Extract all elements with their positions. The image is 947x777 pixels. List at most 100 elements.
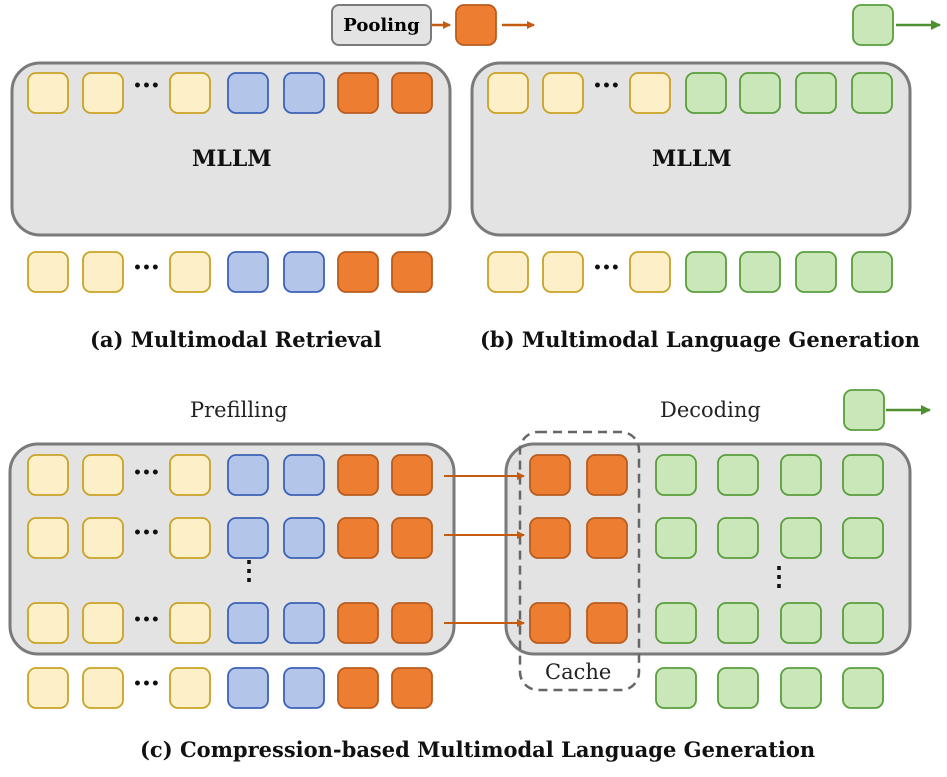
cached-token-63: [586, 602, 628, 644]
mllm-label-generation: MLLM: [652, 146, 732, 172]
decoded-token-72: [655, 602, 697, 644]
text-token-2: [169, 72, 211, 114]
ellipsis-b-bottom: •••: [593, 260, 620, 276]
text-token-23: [542, 251, 584, 293]
decoded-token-66: [780, 454, 822, 496]
decoded-token-65: [717, 454, 759, 496]
text-token-52: [82, 667, 124, 709]
ellipsis-c-row3: •••: [133, 612, 160, 628]
text-token-44: [27, 602, 69, 644]
decoded-token-64: [655, 454, 697, 496]
cached-token-60: [529, 517, 571, 559]
image-token-48: [283, 602, 325, 644]
image-token-40: [227, 517, 269, 559]
decoded-token-74: [780, 602, 822, 644]
gen-token-18: [685, 72, 727, 114]
cached-token-61: [586, 517, 628, 559]
comp-token-12: [337, 251, 379, 293]
image-token-10: [227, 251, 269, 293]
decoded-token-70: [780, 517, 822, 559]
comp-token-57: [391, 667, 433, 709]
image-token-34: [283, 454, 325, 496]
cache-label: Cache: [545, 660, 612, 684]
comp-token-35: [337, 454, 379, 496]
text-token-51: [27, 667, 69, 709]
prefilling-label: Prefilling: [190, 398, 288, 422]
pooled-embedding-token-14: [455, 4, 497, 46]
caption-retrieval: (a) Multimodal Retrieval: [90, 327, 382, 352]
text-token-8: [82, 251, 124, 293]
ellipsis-a-top: •••: [133, 78, 160, 94]
comp-token-36: [391, 454, 433, 496]
decode-input-token-79: [842, 667, 884, 709]
text-token-38: [82, 517, 124, 559]
generated-output-token-29: [852, 4, 894, 46]
decoded-token-68: [655, 517, 697, 559]
caption-compression: (c) Compression-based Multimodal Languag…: [140, 737, 816, 762]
text-token-9: [169, 251, 211, 293]
text-token-7: [27, 251, 69, 293]
text-token-53: [169, 667, 211, 709]
ellipsis-a-bottom: •••: [133, 260, 160, 276]
text-token-1: [82, 72, 124, 114]
pooling-box: Pooling: [331, 4, 432, 46]
decode-box: [504, 442, 912, 656]
comp-token-43: [391, 517, 433, 559]
cached-token-62: [529, 602, 571, 644]
text-token-15: [487, 72, 529, 114]
vertical-ellipsis-decode: ⋮: [766, 562, 792, 592]
text-token-16: [542, 72, 584, 114]
decoded-token-75: [842, 602, 884, 644]
gen-token-27: [795, 251, 837, 293]
comp-token-5: [337, 72, 379, 114]
text-token-17: [629, 72, 671, 114]
decoded-token-71: [842, 517, 884, 559]
text-token-0: [27, 72, 69, 114]
image-token-55: [283, 667, 325, 709]
comp-token-13: [391, 251, 433, 293]
decoded-token-67: [842, 454, 884, 496]
image-token-11: [283, 251, 325, 293]
decoded-token-73: [717, 602, 759, 644]
text-token-37: [27, 517, 69, 559]
gen-token-25: [685, 251, 727, 293]
decode-output-token-80: [843, 389, 885, 431]
decoded-token-69: [717, 517, 759, 559]
gen-token-21: [851, 72, 893, 114]
text-token-31: [82, 454, 124, 496]
text-token-45: [82, 602, 124, 644]
gen-token-20: [795, 72, 837, 114]
gen-token-19: [739, 72, 781, 114]
decode-input-token-78: [780, 667, 822, 709]
ellipsis-b-top: •••: [593, 78, 620, 94]
image-token-47: [227, 602, 269, 644]
text-token-30: [27, 454, 69, 496]
text-token-46: [169, 602, 211, 644]
mllm-label-retrieval: MLLM: [192, 146, 272, 172]
text-token-39: [169, 517, 211, 559]
text-token-32: [169, 454, 211, 496]
cached-token-59: [586, 454, 628, 496]
comp-token-49: [337, 602, 379, 644]
image-token-33: [227, 454, 269, 496]
decode-input-token-77: [717, 667, 759, 709]
pooling-label: Pooling: [343, 14, 420, 36]
comp-token-42: [337, 517, 379, 559]
comp-token-6: [391, 72, 433, 114]
gen-token-28: [851, 251, 893, 293]
caption-generation: (b) Multimodal Language Generation: [480, 327, 920, 352]
text-token-22: [487, 251, 529, 293]
ellipsis-c-row1: •••: [133, 465, 160, 481]
ellipsis-c-row2: •••: [133, 525, 160, 541]
image-token-41: [283, 517, 325, 559]
comp-token-50: [391, 602, 433, 644]
vertical-ellipsis-prefill: ⋮: [236, 556, 262, 586]
cached-token-58: [529, 454, 571, 496]
comp-token-56: [337, 667, 379, 709]
decode-input-token-76: [655, 667, 697, 709]
image-token-54: [227, 667, 269, 709]
decoding-label: Decoding: [660, 398, 761, 422]
image-token-3: [227, 72, 269, 114]
ellipsis-c-bottom: •••: [133, 676, 160, 692]
